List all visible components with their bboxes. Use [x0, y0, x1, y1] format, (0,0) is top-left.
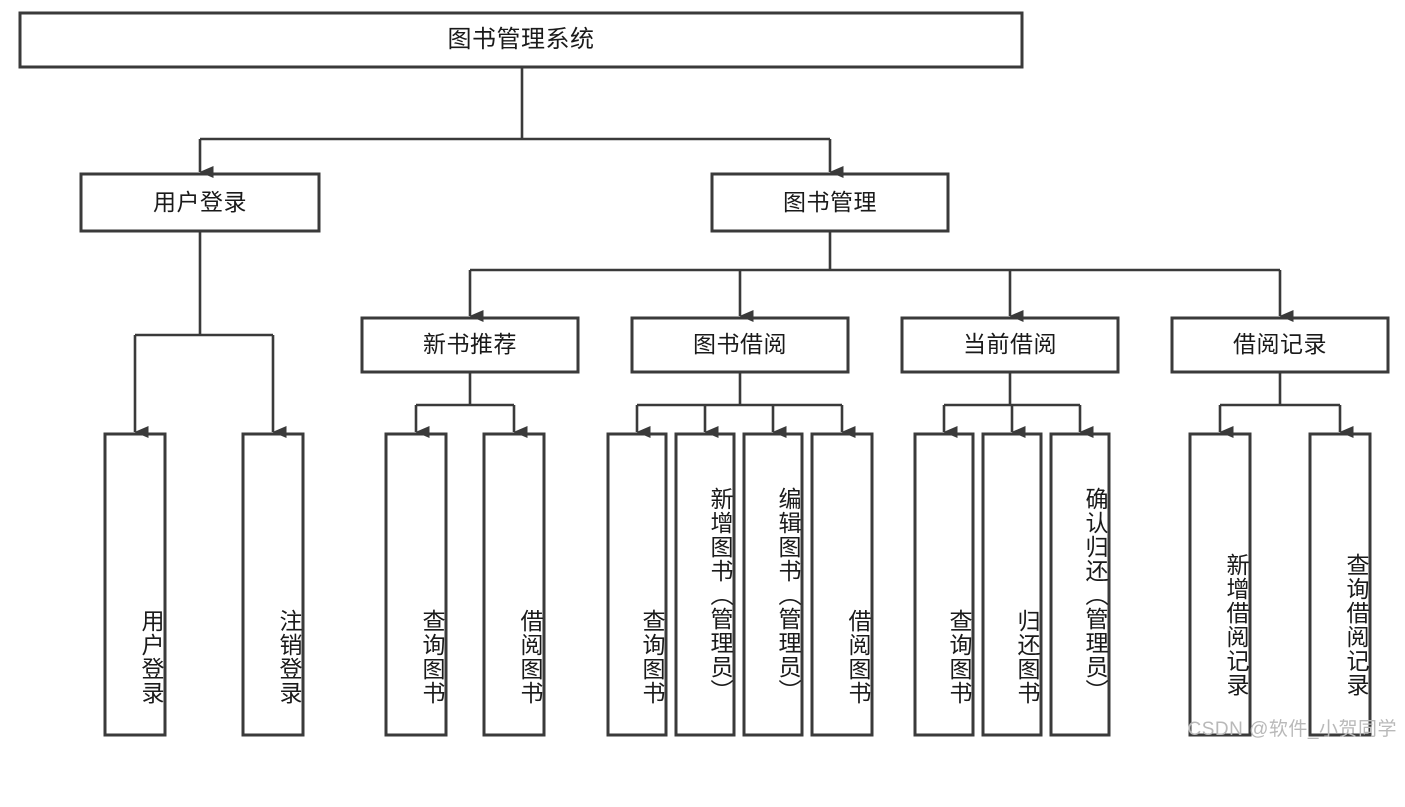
node-box-user-login[interactable]	[79, 172, 321, 233]
node-box-leaf-add-book[interactable]	[674, 432, 736, 737]
diagram-svg	[18, 11, 1390, 737]
node-box-root[interactable]	[18, 11, 1024, 69]
node-box-leaf-confirm-return[interactable]	[1049, 432, 1111, 737]
node-box-leaf-return-book[interactable]	[981, 432, 1043, 737]
node-box-leaf-query-book-3[interactable]	[913, 432, 975, 737]
node-box-leaf-user-logout[interactable]	[241, 432, 305, 737]
node-box-leaf-borrow-book-1[interactable]	[482, 432, 546, 737]
node-box-leaf-edit-book[interactable]	[742, 432, 804, 737]
node-box-book-borrow[interactable]	[630, 316, 850, 374]
diagram-canvas-container: 图书管理系统 用户登录 图书管理 新书推荐 图书借阅 当前借阅 借阅记录 用户登…	[18, 11, 1397, 740]
node-box-borrow-record[interactable]	[1170, 316, 1390, 374]
node-box-leaf-query-record[interactable]	[1308, 432, 1372, 737]
node-box-leaf-query-book-1[interactable]	[384, 432, 448, 737]
csdn-watermark: CSDN @软件_小贺同学	[1187, 719, 1397, 740]
node-box-book-manage[interactable]	[710, 172, 950, 233]
node-box-leaf-add-record[interactable]	[1188, 432, 1252, 737]
node-box-leaf-borrow-book-2[interactable]	[810, 432, 874, 737]
node-box-current-borrow[interactable]	[900, 316, 1120, 374]
node-box-leaf-query-book-2[interactable]	[606, 432, 668, 737]
node-box-new-book-recommend[interactable]	[360, 316, 580, 374]
node-box-leaf-user-login[interactable]	[103, 432, 167, 737]
